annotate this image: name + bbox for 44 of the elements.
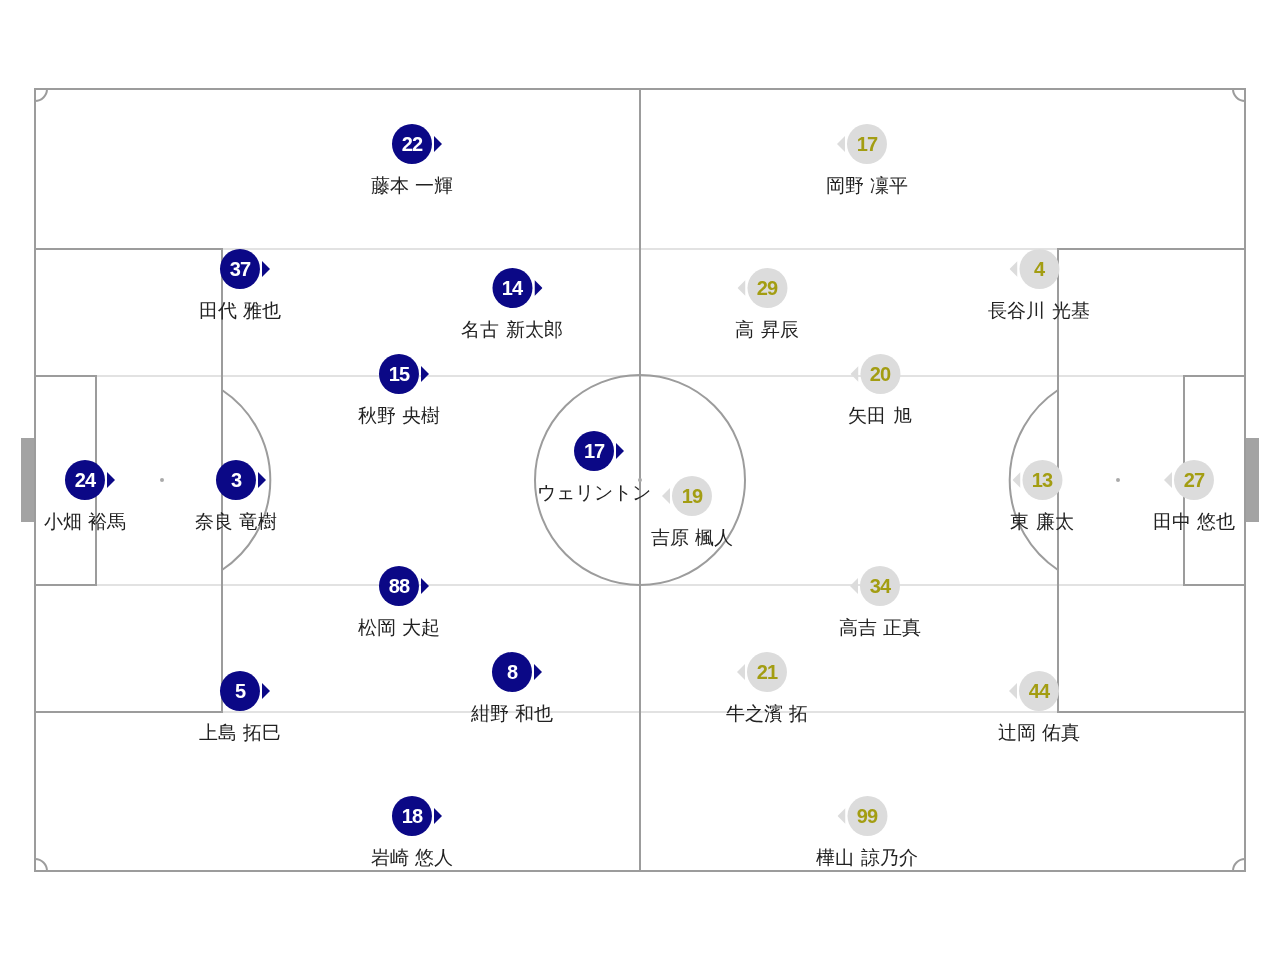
player-name: 岡野 凜平: [826, 175, 908, 197]
player-name: 紺野 和也: [471, 703, 553, 725]
player-number: 17: [847, 124, 887, 164]
player-name: 高吉 正真: [839, 617, 921, 639]
player-number: 29: [747, 268, 787, 308]
player-number: 14: [492, 268, 532, 308]
player-number: 34: [860, 566, 900, 606]
player-name: 東 廉太: [1010, 511, 1074, 533]
player-name: 辻岡 佑真: [998, 722, 1080, 744]
player-number: 18: [392, 796, 432, 836]
player-name: 吉原 楓人: [651, 527, 733, 549]
player-number: 13: [1022, 460, 1062, 500]
player-name: 長谷川 光基: [988, 300, 1090, 322]
player-number: 37: [220, 249, 260, 289]
player-name: 矢田 旭: [848, 405, 912, 427]
player-number: 99: [847, 796, 887, 836]
player-number: 3: [216, 460, 256, 500]
player-number: 20: [860, 354, 900, 394]
player-number: 27: [1174, 460, 1214, 500]
player-number: 15: [379, 354, 419, 394]
player-name: 松岡 大起: [358, 617, 440, 639]
player-name: ウェリントン: [537, 482, 651, 504]
player-number: 17: [574, 431, 614, 471]
player-name: 秋野 央樹: [358, 405, 440, 427]
player-number: 44: [1019, 671, 1059, 711]
player-number: 8: [492, 652, 532, 692]
player-number: 88: [379, 566, 419, 606]
player-name: 高 昇辰: [735, 319, 799, 341]
player-name: 岩崎 悠人: [371, 847, 453, 869]
player-number: 4: [1019, 249, 1059, 289]
player-number: 19: [672, 476, 712, 516]
player-name: 藤本 一輝: [371, 175, 453, 197]
player-name: 田代 雅也: [199, 300, 281, 322]
player-name: 牛之濱 拓: [726, 703, 808, 725]
player-number: 21: [747, 652, 787, 692]
player-number: 24: [65, 460, 105, 500]
player-name: 小畑 裕馬: [44, 511, 126, 533]
player-name: 上島 拓巳: [199, 722, 281, 744]
player-name: 奈良 竜樹: [195, 511, 277, 533]
player-number: 5: [220, 671, 260, 711]
player-number: 22: [392, 124, 432, 164]
player-name: 名古 新太郎: [461, 319, 563, 341]
player-name: 田中 悠也: [1153, 511, 1235, 533]
player-name: 樺山 諒乃介: [816, 847, 918, 869]
